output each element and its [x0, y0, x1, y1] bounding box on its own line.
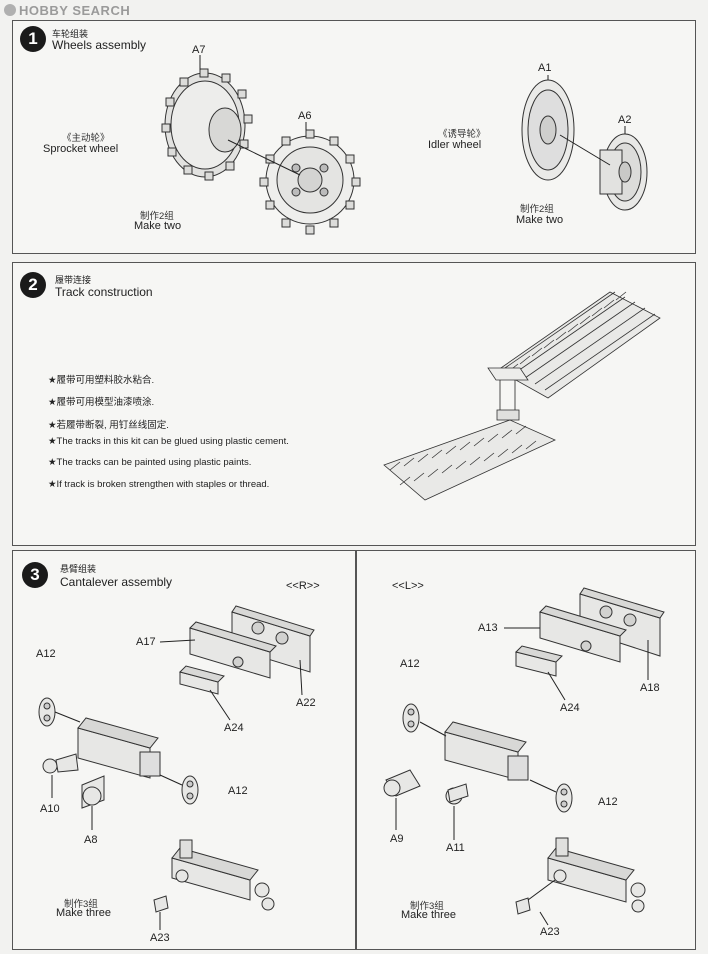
assembly-arrow-line: [227, 139, 301, 176]
part-label-a12-right-top: A12: [400, 658, 420, 670]
sprocket-a7-part: [161, 68, 253, 181]
cantilever-r-part-a8: [81, 775, 105, 809]
idler-a1-part: [521, 79, 575, 181]
cantilever-r-arm-a17: [189, 621, 277, 679]
cantilever-r-body: [77, 717, 161, 779]
step1-number-badge: 1: [20, 26, 46, 52]
part-label-a6: A6: [298, 110, 312, 122]
part-label-a10: A10: [40, 803, 60, 815]
part-label-a23-right: A23: [540, 926, 560, 938]
track-note-5: ★The tracks can be painted using plastic…: [48, 457, 252, 468]
part-label-a11: A11: [446, 842, 465, 854]
sprocket-label-en: Sprocket wheel: [43, 143, 119, 155]
cantilever-l-plate-a18: [579, 587, 665, 657]
sprocket-label-cn: 《主动轮》: [62, 133, 110, 144]
make-three-right-en: Make three: [401, 909, 457, 921]
part-label-a7: A7: [192, 44, 206, 56]
cantilever-r-part-a24: [179, 665, 225, 695]
lower-track-strip: [383, 419, 556, 501]
part-label-a17: A17: [136, 636, 156, 648]
cantilever-r-part-a12-top: [38, 697, 56, 727]
make-three-right-cn: 制作3组: [410, 901, 444, 912]
part-label-a2: A2: [618, 114, 632, 126]
step3-title-en: Cantalever assembly: [60, 575, 173, 589]
part-label-a13: A13: [478, 622, 498, 634]
cantilever-l-body: [444, 721, 529, 781]
step1-panel: [12, 20, 696, 254]
step2-panel: [12, 262, 696, 546]
cantilever-l-part-a11: [445, 783, 469, 805]
idler-label-cn: 《诱导轮》: [438, 129, 486, 140]
part-label-a23-left: A23: [150, 932, 170, 944]
step3-left-panel: [12, 550, 356, 950]
step3-title-cn: 悬臂组装: [60, 564, 97, 574]
cantilever-l-part-a23: [515, 897, 531, 915]
part-label-a9: A9: [390, 833, 404, 845]
part-label-a12-left-top: A12: [36, 648, 56, 660]
part-label-a24-left: A24: [224, 722, 244, 734]
idler-label-en: Idler wheel: [428, 139, 482, 151]
track-note-4: ★The tracks in this kit can be glued usi…: [48, 436, 289, 447]
step2-title-en: Track construction: [55, 285, 153, 299]
make-two-right-en: Make two: [516, 214, 564, 226]
make-two-right-cn: 制作2组: [520, 204, 554, 215]
cantilever-r-plate-a22: [231, 605, 315, 673]
make-three-left-cn: 制作3组: [64, 899, 98, 910]
cantilever-l-part-a12-right: [555, 783, 573, 813]
track-note-1: ★履带可用塑料胶水粘合.: [48, 375, 155, 386]
part-label-a8: A8: [84, 834, 98, 846]
watermark-logo-icon: [4, 4, 16, 16]
cantilever-r-part-a23: [153, 895, 169, 913]
cantilever-r-part-a12-right: [181, 775, 199, 805]
step3-number-badge: 3: [22, 562, 48, 588]
track-note-6: ★If track is broken strengthen with stap…: [48, 479, 270, 490]
cantilever-l-part-a24: [515, 645, 563, 677]
step1-title-en: Wheels assembly: [52, 38, 147, 52]
idler-a2-part: [599, 133, 648, 211]
sprocket-a6-part: [259, 129, 361, 235]
part-label-a12-left-right: A12: [228, 785, 248, 797]
cantilever-l-part-a12-top: [402, 703, 420, 733]
part-label-a12-right-right: A12: [598, 796, 618, 808]
step1-title-cn: 车轮组装: [52, 29, 89, 39]
connecting-track-link: [487, 367, 529, 421]
step2-number-badge: 2: [20, 272, 46, 298]
part-label-a24-right: A24: [560, 702, 580, 714]
cantilever-l-assembled: [547, 837, 646, 913]
step2-title-cn: 履带连接: [55, 275, 92, 285]
cantilever-r-part-a10: [42, 753, 79, 774]
track-note-2: ★履带可用模型油漆喷涂.: [48, 397, 155, 408]
make-three-left-en: Make three: [56, 907, 112, 919]
make-two-left-cn: 制作2组: [140, 211, 174, 222]
part-label-a18: A18: [640, 682, 660, 694]
right-side-marker: <<R>>: [286, 580, 320, 592]
make-two-left-en: Make two: [134, 220, 182, 232]
left-side-marker: <<L>>: [392, 580, 424, 592]
cantilever-l-part-a9: [383, 769, 421, 797]
part-label-a22: A22: [296, 697, 316, 709]
track-note-3: ★若履带断裂, 用钉丝线固定.: [48, 420, 169, 431]
cantilever-l-arm-a13: [539, 605, 627, 663]
upper-track-strip: [497, 291, 661, 399]
part-label-a1: A1: [538, 62, 552, 74]
hobbysearch-watermark: HOBBY SEARCH: [4, 3, 130, 18]
watermark-text: HOBBY SEARCH: [19, 3, 131, 18]
cantilever-r-assembled: [171, 839, 275, 911]
